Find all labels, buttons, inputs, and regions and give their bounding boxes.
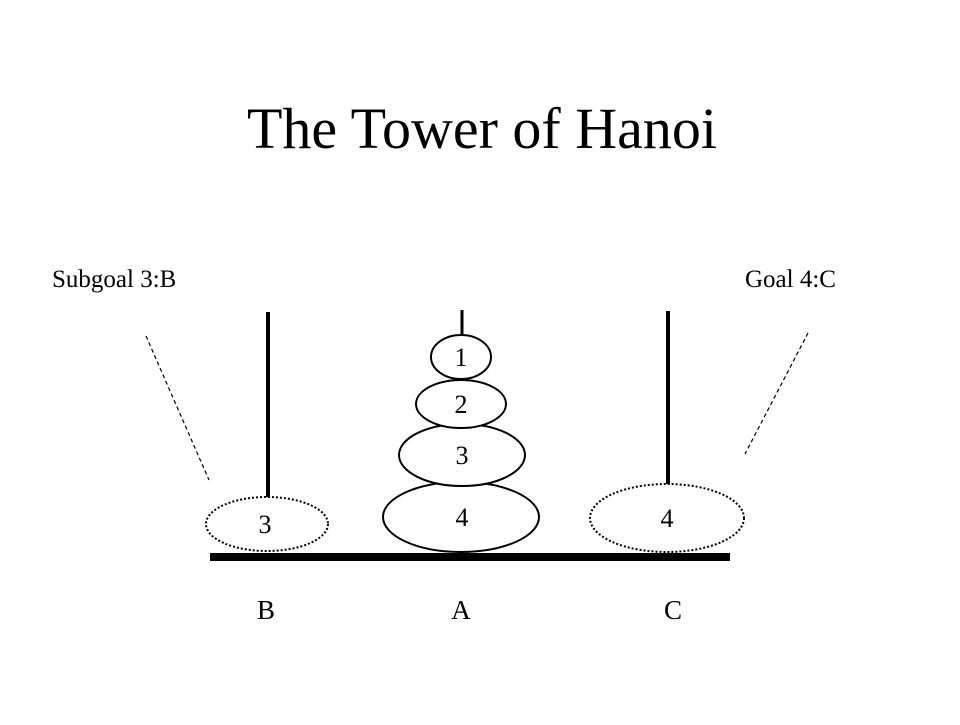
disk-4-label: 4	[456, 503, 469, 532]
ghost-disk-c-label: 4	[661, 504, 674, 533]
disk-1: 1	[430, 334, 492, 380]
subgoal-pointer-line	[145, 335, 210, 481]
disk-4: 4	[382, 481, 540, 553]
goal-pointer-line	[744, 332, 809, 455]
subgoal-label: Subgoal 3:B	[52, 266, 176, 293]
disk-2: 2	[415, 379, 507, 429]
disk-3: 3	[398, 423, 526, 487]
ghost-disk-b-label: 3	[259, 510, 272, 539]
peg-label-c: C	[664, 595, 682, 625]
peg-label-b: B	[257, 595, 275, 625]
ghost-disk-c: 4	[589, 483, 745, 553]
goal-label: Goal 4:C	[745, 266, 836, 293]
ghost-disk-b: 3	[205, 496, 329, 552]
disk-2-label: 2	[455, 390, 468, 419]
disk-3-label: 3	[456, 441, 469, 470]
disk-1-label: 1	[455, 343, 468, 372]
page-title: The Tower of Hanoi	[247, 96, 717, 161]
peg-label-a: A	[451, 595, 471, 625]
